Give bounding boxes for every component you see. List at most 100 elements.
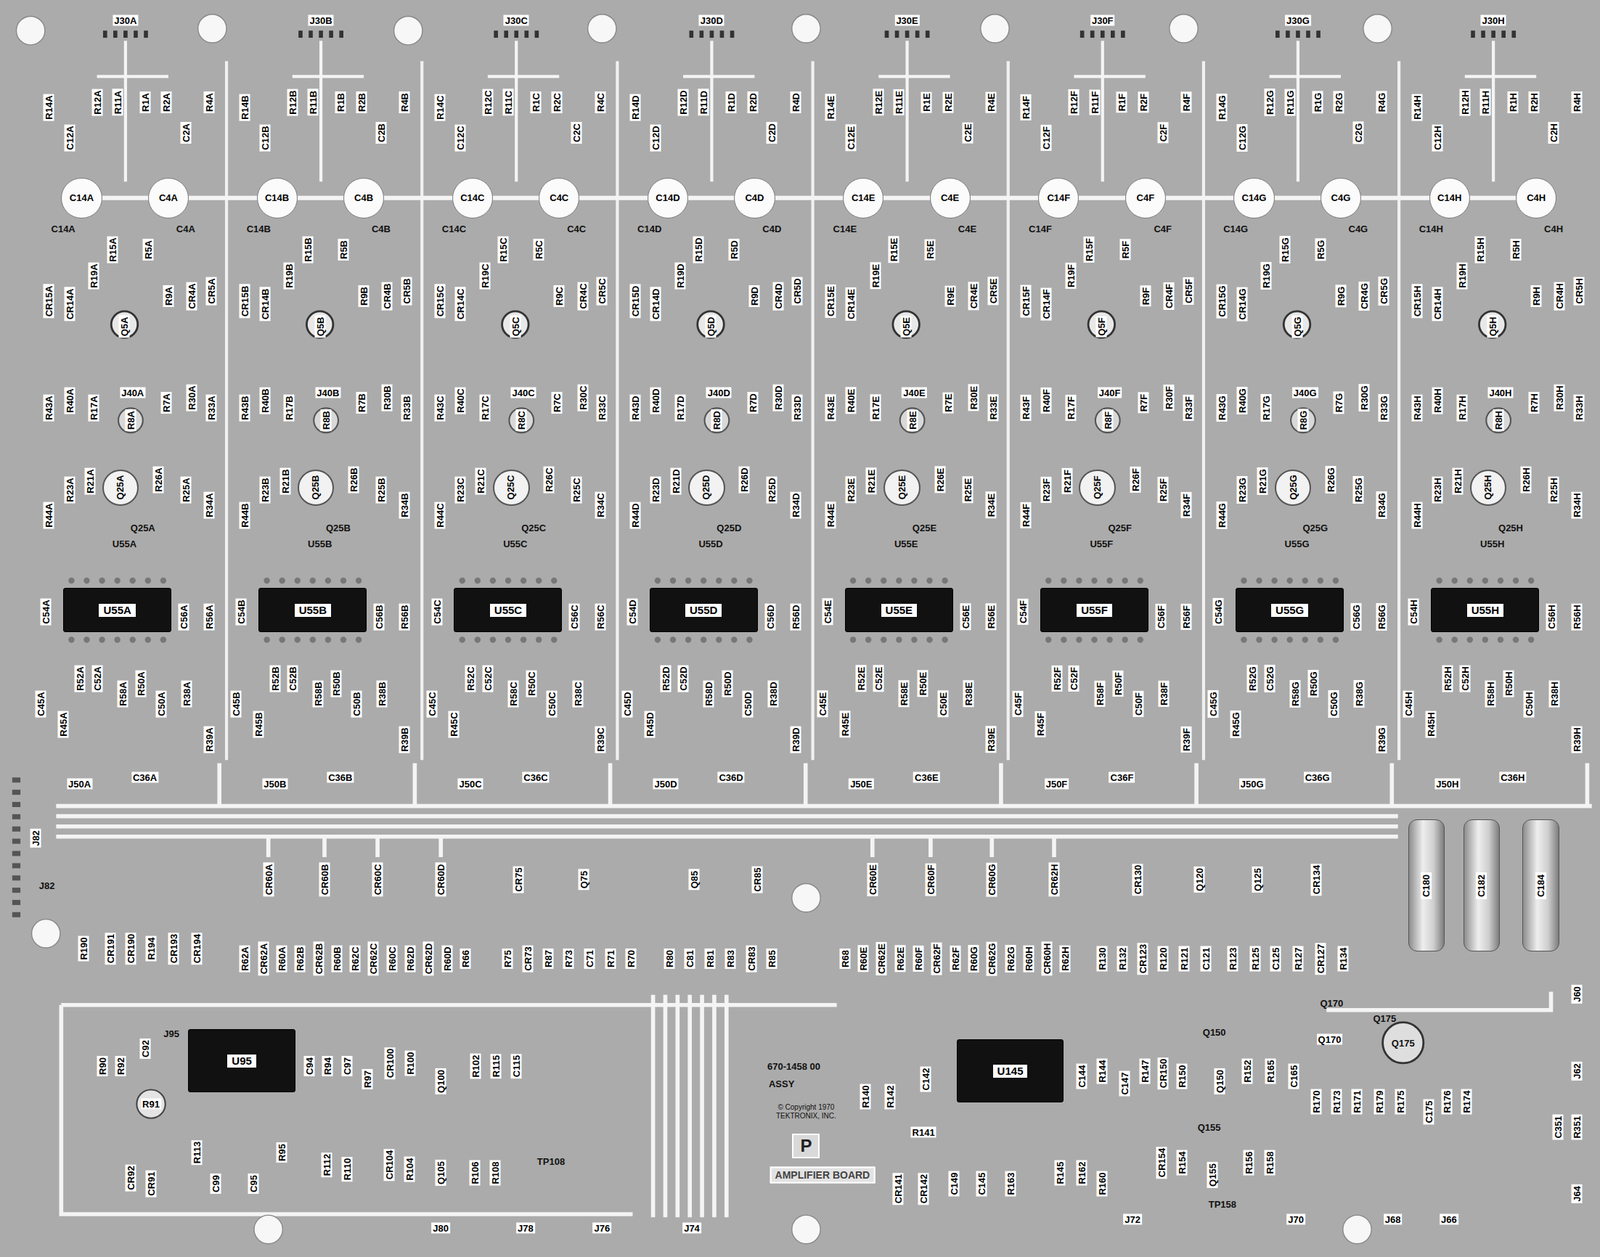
part-label: R26E bbox=[934, 466, 946, 493]
transistor-can: Q25A bbox=[102, 469, 140, 507]
part-label: R7B bbox=[356, 392, 368, 414]
part-label: R50D bbox=[721, 670, 733, 697]
part-label: R45A bbox=[58, 710, 69, 738]
part-label: R15C bbox=[497, 236, 509, 264]
part-label: R9A bbox=[162, 285, 174, 308]
part-label: R43D bbox=[629, 394, 641, 422]
part-label: R26F bbox=[1129, 466, 1141, 493]
part-label: C2D bbox=[766, 121, 778, 144]
part-label: CR62E bbox=[876, 942, 888, 976]
part-label: C12G bbox=[1236, 124, 1248, 152]
silkscreen-text: TP108 bbox=[537, 1155, 565, 1167]
silkscreen-text: J95 bbox=[163, 1027, 180, 1039]
part-label: J30G bbox=[1284, 15, 1312, 27]
part-label: C36D bbox=[717, 772, 745, 784]
part-label: C56H bbox=[1546, 603, 1558, 631]
part-label: R190 bbox=[78, 936, 90, 962]
part-label: J40A bbox=[119, 387, 146, 399]
part-label: R12H bbox=[1459, 88, 1471, 116]
part-label: CR190 bbox=[124, 932, 136, 965]
part-label: C145 bbox=[976, 1170, 988, 1197]
part-label: C71 bbox=[584, 948, 596, 970]
part-label: C94 bbox=[303, 1056, 315, 1077]
capacitor-disc: C4H bbox=[1515, 177, 1557, 219]
ic-package: U95 bbox=[188, 1029, 296, 1093]
trace-connector bbox=[775, 196, 843, 201]
part-label: R52A bbox=[74, 664, 85, 692]
part-label: R39A bbox=[203, 725, 215, 753]
part-label: R45G bbox=[1230, 710, 1242, 739]
part-label: CR62G bbox=[986, 942, 998, 977]
part-label: R14A bbox=[43, 93, 55, 121]
channel-artwork bbox=[263, 30, 415, 806]
silkscreen-text: C4C bbox=[566, 222, 586, 234]
part-label: C45H bbox=[1403, 690, 1415, 718]
part-label: R25E bbox=[961, 476, 973, 504]
silkscreen-text: U55D bbox=[698, 538, 723, 550]
component-designator: U55G bbox=[1271, 603, 1309, 618]
part-label: CR4H bbox=[1554, 281, 1566, 310]
part-label: R9F bbox=[1139, 285, 1151, 307]
part-label: R45C bbox=[448, 710, 460, 738]
part-label: R44D bbox=[629, 501, 641, 529]
part-label: R15G bbox=[1279, 235, 1291, 264]
part-label: C97 bbox=[341, 1056, 353, 1077]
part-label: R30D bbox=[772, 384, 784, 412]
channel-artwork bbox=[850, 30, 1002, 806]
component-designator: Q25D bbox=[701, 475, 713, 501]
silkscreen-text: U55A bbox=[112, 538, 137, 550]
transistor-can: Q25C bbox=[492, 469, 530, 507]
part-label: C147 bbox=[1118, 1070, 1130, 1097]
silkscreen-text: J82 bbox=[39, 880, 56, 892]
part-label: R23E bbox=[845, 476, 857, 504]
part-label: R40B bbox=[259, 387, 271, 415]
part-label: C54C bbox=[431, 598, 443, 626]
silkscreen-text: C14D bbox=[637, 222, 662, 234]
part-label: R43E bbox=[825, 394, 837, 422]
part-label: R162 bbox=[1075, 1160, 1087, 1187]
part-label: R34F bbox=[1181, 492, 1193, 519]
part-label: CR15C bbox=[434, 283, 446, 318]
part-label: R11A bbox=[111, 88, 123, 116]
part-label: R165 bbox=[1264, 1058, 1276, 1084]
part-label: R110 bbox=[341, 1157, 353, 1182]
part-label: R8E bbox=[906, 409, 918, 431]
part-label: R25G bbox=[1352, 476, 1364, 504]
part-label: R14C bbox=[434, 93, 446, 121]
silkscreen-text: U55E bbox=[894, 538, 919, 550]
part-label: R60H bbox=[1022, 945, 1034, 973]
part-label: R5E bbox=[924, 239, 936, 261]
part-label: J64 bbox=[1570, 1184, 1582, 1204]
ic-package: U145 bbox=[956, 1039, 1065, 1103]
part-label: R17D bbox=[674, 394, 686, 422]
part-label: C144 bbox=[1075, 1063, 1087, 1089]
part-label: R21D bbox=[670, 468, 682, 496]
ic-package: U55C bbox=[453, 588, 562, 634]
part-label: R34C bbox=[594, 491, 606, 519]
part-label: R34H bbox=[1571, 491, 1583, 519]
silkscreen-text: Q25C bbox=[521, 521, 546, 533]
part-label: C54D bbox=[626, 598, 638, 626]
part-label: R9B bbox=[358, 285, 370, 308]
part-label: R75 bbox=[501, 948, 513, 970]
part-label: R8C bbox=[516, 409, 528, 432]
part-label: R73 bbox=[562, 948, 574, 970]
part-label: R4B bbox=[399, 91, 411, 114]
part-label: C2H bbox=[1548, 121, 1560, 144]
part-label: R58A bbox=[116, 680, 128, 708]
part-label: J66 bbox=[1439, 1213, 1459, 1225]
transistor-can: Q25E bbox=[883, 469, 921, 507]
part-label: R94 bbox=[322, 1056, 334, 1077]
part-label: R40E bbox=[845, 387, 857, 415]
part-label: Q5A bbox=[119, 315, 130, 338]
part-label: R19E bbox=[870, 262, 882, 289]
part-label: J40E bbox=[901, 387, 927, 399]
part-label: R50E bbox=[916, 670, 928, 697]
part-label: CR60B bbox=[318, 862, 330, 897]
part-label: R26H bbox=[1520, 466, 1532, 493]
part-label: CR92 bbox=[124, 1165, 136, 1193]
part-label: R5A bbox=[142, 238, 154, 261]
silkscreen-text: C4H bbox=[1544, 222, 1563, 234]
part-label: R52H bbox=[1441, 664, 1453, 692]
